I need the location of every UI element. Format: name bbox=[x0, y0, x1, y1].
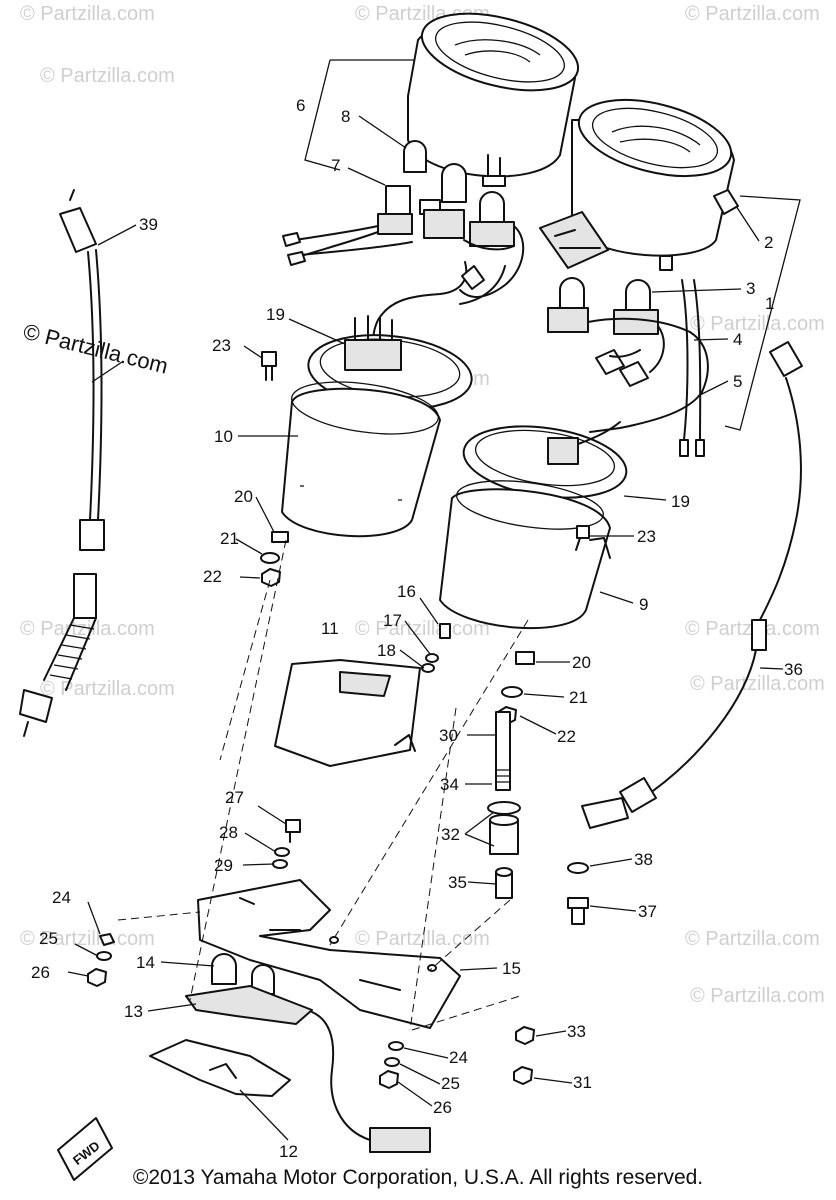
part-label-4: 4 bbox=[733, 330, 742, 349]
part-label-10: 10 bbox=[214, 427, 233, 446]
watermark: © Partzilla.com bbox=[690, 985, 825, 1007]
part-label-1: 1 bbox=[765, 294, 774, 313]
part-label-21: 21 bbox=[569, 688, 588, 707]
part-label-8: 8 bbox=[341, 107, 350, 126]
watermark: © Partzilla.com bbox=[20, 618, 155, 640]
part-label-26: 26 bbox=[433, 1098, 452, 1117]
part-label-20: 20 bbox=[572, 653, 591, 672]
part-label-7: 7 bbox=[331, 156, 340, 175]
socket-harness-4 bbox=[547, 277, 709, 457]
part-label-13: 13 bbox=[124, 1002, 143, 1021]
part-label-23: 23 bbox=[637, 527, 656, 546]
group-bracket-lines bbox=[304, 59, 801, 431]
part-label-2: 2 bbox=[764, 233, 773, 252]
bolt-30-assembly bbox=[487, 711, 521, 899]
part-label-14: 14 bbox=[136, 953, 155, 972]
watermark-prominent: © Partzilla.com bbox=[21, 319, 171, 379]
socket-harness-7 bbox=[282, 163, 525, 298]
part-label-27: 27 bbox=[225, 788, 244, 807]
part-label-31: 31 bbox=[573, 1073, 592, 1092]
fasteners-upper bbox=[260, 351, 590, 725]
fwd-marker: FWD bbox=[57, 1117, 113, 1181]
part-label-25: 25 bbox=[441, 1074, 460, 1093]
part-label-25: 25 bbox=[39, 929, 58, 948]
part-label-30: 30 bbox=[439, 726, 458, 745]
part-label-6: 6 bbox=[296, 96, 305, 115]
leader-lines bbox=[67, 115, 784, 1141]
right-bezel-19 bbox=[462, 421, 628, 499]
right-case-9 bbox=[439, 480, 611, 630]
base-bracket-15 bbox=[197, 879, 461, 1029]
left-case-10 bbox=[281, 381, 441, 538]
part-label-12: 12 bbox=[279, 1142, 298, 1161]
part-label-20: 20 bbox=[234, 487, 253, 506]
part-label-19: 19 bbox=[671, 492, 690, 511]
part-label-24: 24 bbox=[52, 888, 71, 907]
cable-39 bbox=[19, 189, 105, 737]
part-label-19: 19 bbox=[266, 305, 285, 324]
part-label-36: 36 bbox=[784, 660, 803, 679]
watermark: © Partzilla.com bbox=[690, 673, 825, 695]
watermark: © Partzilla.com bbox=[20, 928, 155, 950]
right-gauge bbox=[539, 98, 739, 271]
left-gauge bbox=[407, 12, 580, 187]
part-labels: 1 2 3 4 5 6 7 8 9 10 11 12 13 14 15 16 1… bbox=[31, 96, 803, 1161]
cover-12 bbox=[149, 1039, 291, 1097]
watermark: © Partzilla.com bbox=[355, 928, 490, 950]
part-label-15: 15 bbox=[502, 959, 521, 978]
part-label-23: 23 bbox=[212, 336, 231, 355]
part-label-34: 34 bbox=[440, 775, 459, 794]
watermark: © Partzilla.com bbox=[40, 678, 175, 700]
part-label-11: 11 bbox=[321, 619, 339, 638]
alignment-lines bbox=[117, 539, 529, 1031]
indicator-13 bbox=[185, 953, 431, 1153]
part-label-39: 39 bbox=[139, 215, 158, 234]
part-label-9: 9 bbox=[639, 595, 648, 614]
part-label-24: 24 bbox=[449, 1048, 468, 1067]
part-label-26: 26 bbox=[31, 963, 50, 982]
part-label-33: 33 bbox=[567, 1022, 586, 1041]
part-label-35: 35 bbox=[448, 873, 467, 892]
bulb-8 bbox=[403, 140, 427, 173]
part-label-38: 38 bbox=[634, 850, 653, 869]
part-label-28: 28 bbox=[219, 823, 238, 842]
part-label-18: 18 bbox=[377, 641, 396, 660]
cable-36 bbox=[581, 341, 803, 829]
part-label-22: 22 bbox=[203, 567, 222, 586]
part-label-3: 3 bbox=[746, 279, 755, 298]
watermark: © Partzilla.com bbox=[40, 65, 175, 87]
parts-37-38 bbox=[567, 862, 589, 925]
part-label-17: 17 bbox=[383, 611, 402, 630]
bracket-11 bbox=[274, 659, 421, 767]
watermark: © Partzilla.com bbox=[690, 313, 825, 335]
part-label-32: 32 bbox=[441, 825, 460, 844]
fasteners-27-29 bbox=[272, 819, 301, 869]
part-label-29: 29 bbox=[214, 856, 233, 875]
part-label-21: 21 bbox=[220, 529, 239, 548]
part-label-37: 37 bbox=[638, 902, 657, 921]
part-label-22: 22 bbox=[557, 727, 576, 746]
watermark: © Partzilla.com bbox=[685, 3, 820, 25]
copyright-notice: ©2013 Yamaha Motor Corporation, U.S.A. A… bbox=[132, 1166, 704, 1189]
watermark: © Partzilla.com bbox=[355, 618, 490, 640]
fasteners-lower bbox=[87, 933, 535, 1089]
watermark: © Partzilla.com bbox=[20, 3, 155, 25]
part-label-16: 16 bbox=[397, 582, 416, 601]
part-label-5: 5 bbox=[733, 372, 742, 391]
watermark: © Partzilla.com bbox=[685, 928, 820, 950]
